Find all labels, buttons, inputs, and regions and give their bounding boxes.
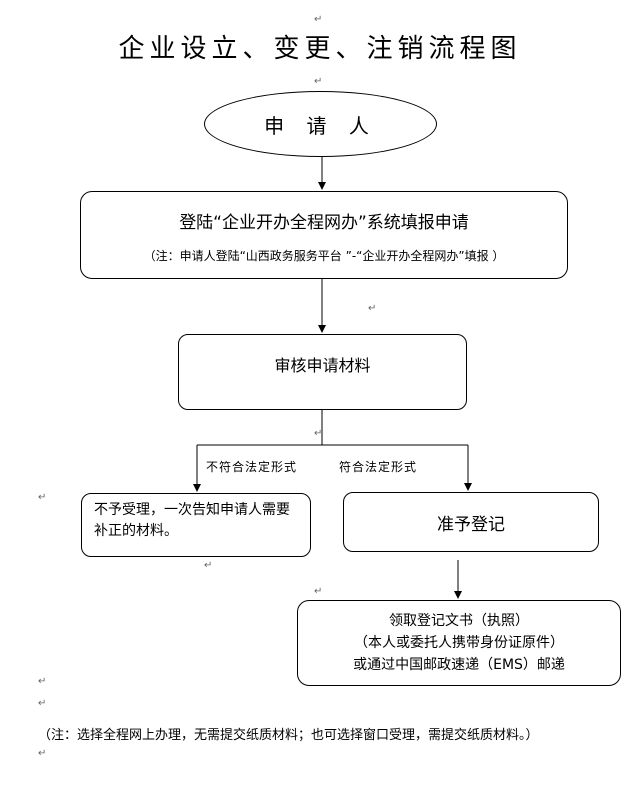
- page-title: 企业设立、变更、注销流程图: [118, 34, 522, 64]
- paragraph-mark: ↵: [314, 14, 323, 25]
- paragraph-mark: ↵: [38, 748, 47, 759]
- collect-line-1: 领取登记文书（执照）: [389, 613, 529, 629]
- collect-line-3: 或通过中国邮政速递（EMS）邮递: [353, 657, 565, 673]
- node-approve: 准予登记: [343, 492, 599, 552]
- node-online-application: 登陆“企业开办全程网办”系统填报申请 （注：申请人登陆“山西政务服务平台 ”-“…: [80, 191, 568, 279]
- node-applicant: 申 请 人: [204, 91, 437, 157]
- node-review: 审核申请材料: [178, 334, 467, 410]
- node-collect-license: 领取登记文书（执照） （本人或委托人携带身份证原件） 或通过中国邮政速递（EMS…: [297, 600, 621, 686]
- paragraph-mark: ↵: [368, 303, 377, 314]
- footnote: （注：选择全程网上办理，无需提交纸质材料；也可选择窗口受理，需提交纸质材料。）: [38, 728, 539, 743]
- paragraph-mark: ↵: [314, 586, 323, 597]
- paragraph-mark: ↵: [314, 428, 323, 439]
- paragraph-mark: ↵: [38, 698, 47, 709]
- online-application-label: 登陆“企业开办全程网办”系统填报申请: [179, 213, 469, 233]
- review-label: 审核申请材料: [274, 356, 371, 375]
- edge-label-compliant: 符合法定形式: [339, 460, 418, 474]
- paragraph-mark: ↵: [204, 560, 213, 571]
- paragraph-mark: ↵: [38, 676, 47, 687]
- online-application-note: （注：申请人登陆“山西政务服务平台 ”-“企业开办全程网办”填报 ）: [143, 249, 505, 263]
- node-reject: 不予受理，一次告知申请人需要补正的材料。: [81, 493, 311, 557]
- edge-label-not-compliant: 不符合法定形式: [206, 460, 298, 474]
- collect-line-2: （本人或委托人携带身份证原件）: [354, 635, 564, 651]
- paragraph-mark: ↵: [314, 76, 323, 87]
- paragraph-mark: ↵: [38, 492, 47, 503]
